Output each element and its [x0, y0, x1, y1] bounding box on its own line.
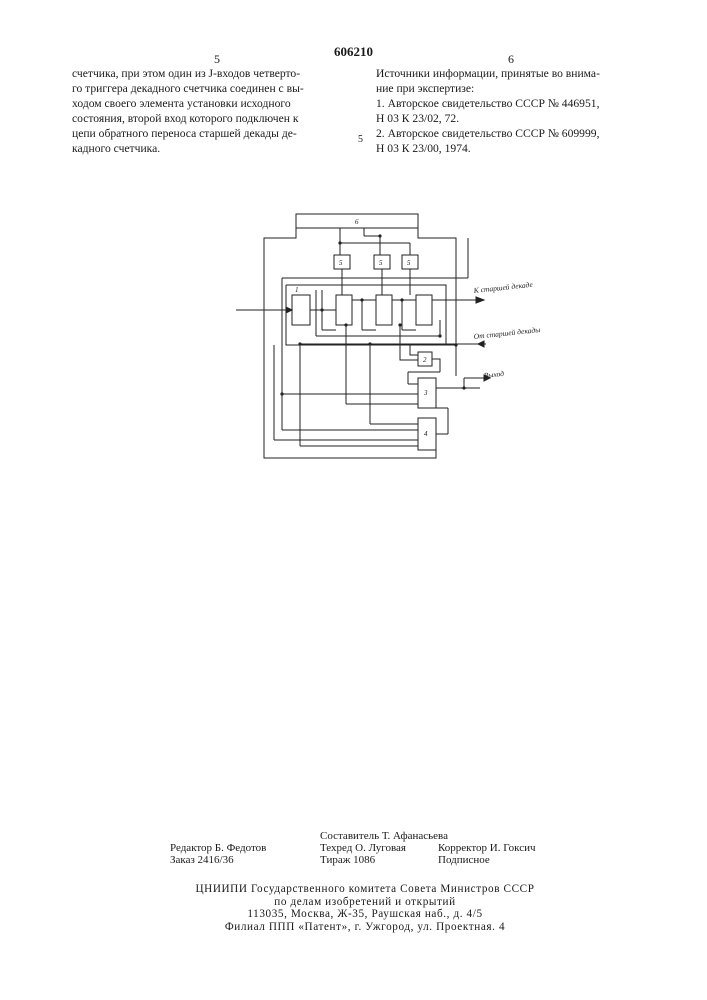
subscription: Подписное	[438, 854, 490, 867]
trigger-3	[376, 295, 392, 325]
publisher-line: по делам изобретений и открытий	[150, 896, 580, 909]
trigger-4	[416, 295, 432, 325]
block-label-4: 4	[424, 430, 428, 438]
publisher-line: 113035, Москва, Ж-35, Раушская наб., д. …	[150, 908, 580, 921]
label-output: Выход	[483, 369, 504, 380]
block-label-3: 3	[423, 389, 428, 397]
publisher-line: Филиал ППП «Патент», г. Ужгород, ул. Про…	[150, 921, 580, 934]
block-label-2: 2	[423, 356, 427, 364]
publisher-line: ЦНИИПИ Государственного комитета Совета …	[150, 883, 580, 896]
publisher-block: ЦНИИПИ Государственного комитета Совета …	[150, 883, 580, 933]
trigger-2	[336, 295, 352, 325]
order-number: Заказ 2416/36	[170, 854, 234, 867]
label-from-higher-decade: От старшей декады	[473, 325, 540, 341]
block-label-1: 1	[295, 286, 299, 294]
imprint-block: Составитель Т. Афанасьева Редактор Б. Фе…	[170, 830, 570, 880]
block-label-5: 5	[379, 259, 383, 267]
block-label-5: 5	[407, 259, 411, 267]
block-1	[292, 295, 310, 325]
block-label-6: 6	[355, 218, 359, 226]
label-to-higher-decade: К старшей декаде	[472, 280, 534, 295]
circulation: Тираж 1086	[320, 854, 375, 867]
block-label-5: 5	[339, 259, 343, 267]
